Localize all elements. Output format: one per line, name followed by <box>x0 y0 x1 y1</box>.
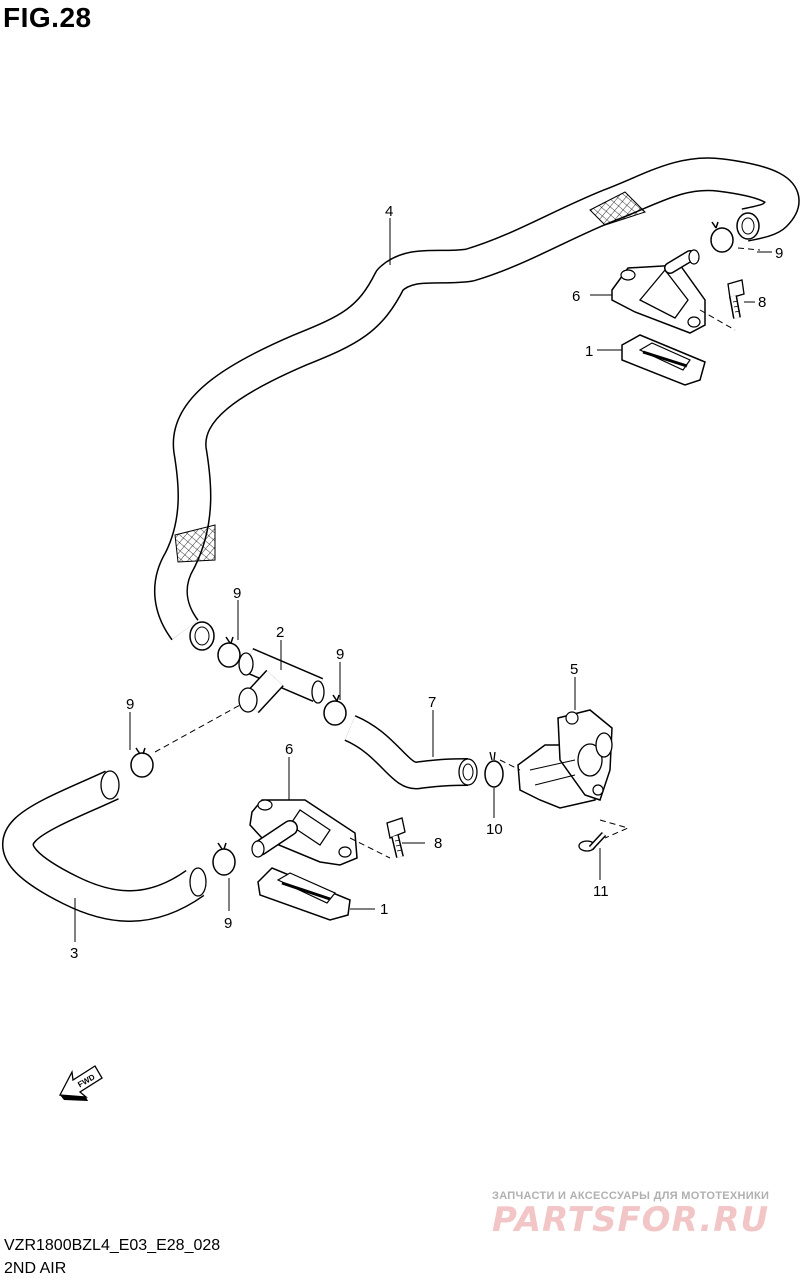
callout-4: 4 <box>385 203 393 220</box>
callout-8-bottom: 8 <box>434 835 442 852</box>
assembly-lines <box>154 247 761 859</box>
air-valve-part-5 <box>517 709 613 809</box>
callout-10: 10 <box>486 821 503 838</box>
long-hose-part-4 <box>153 157 800 651</box>
callout-9-left-b: 9 <box>126 696 134 713</box>
callout-9-mid: 9 <box>336 646 344 663</box>
callout-9-left-a: 9 <box>233 585 241 602</box>
clamp-mid-part-9 <box>323 694 347 726</box>
u-hose-part-3 <box>2 770 207 922</box>
callout-1-top: 1 <box>585 343 593 360</box>
clamp-bottom-part-9 <box>212 842 236 876</box>
diagram-caption: 2ND AIR <box>4 1260 67 1277</box>
fwd-arrow-icon: FWD <box>58 1065 103 1101</box>
diagram-code: VZR1800BZL4_E03_E28_028 <box>4 1237 221 1254</box>
callout-6-top: 6 <box>572 288 580 305</box>
clamp-left-b-part-9 <box>130 747 154 778</box>
watermark-tagline: ЗАПЧАСТИ И АКСЕССУАРЫ ДЛЯ МОТОТЕХНИКИ <box>492 1190 770 1202</box>
callout-6-bottom: 6 <box>285 741 293 758</box>
clamp-left-a-part-9 <box>217 636 241 668</box>
leader-lines <box>74 218 772 942</box>
reed-cover-bottom-part-6 <box>249 799 358 866</box>
callout-2: 2 <box>276 624 284 641</box>
figure-title: FIG.28 <box>3 2 92 33</box>
gasket-bottom-part-1 <box>257 867 351 921</box>
callout-labels: 4 9 6 8 1 2 9 9 9 7 5 6 8 10 1 9 3 11 <box>70 203 783 962</box>
callout-1-bottom: 1 <box>380 901 388 918</box>
t-joint-part-2 <box>238 648 325 714</box>
clamp-valve-part-10 <box>484 751 504 788</box>
callout-9-top: 9 <box>775 245 783 262</box>
reed-cover-top-part-6 <box>611 249 706 334</box>
watermark-logo: PARTSFOR.RU <box>492 1200 770 1240</box>
gasket-top-part-1 <box>621 334 706 386</box>
bolt-bottom-part-8 <box>386 817 406 858</box>
clamp-top-part-9 <box>710 221 734 253</box>
short-hose-part-7 <box>343 715 478 790</box>
callout-9-bottom: 9 <box>224 915 232 932</box>
callout-5: 5 <box>570 661 578 678</box>
callout-3: 3 <box>70 945 78 962</box>
callout-7: 7 <box>428 694 436 711</box>
bolt-top-part-8 <box>727 279 745 319</box>
screw-part-11 <box>578 831 607 852</box>
callout-8-top: 8 <box>758 294 766 311</box>
callout-11: 11 <box>593 883 609 900</box>
